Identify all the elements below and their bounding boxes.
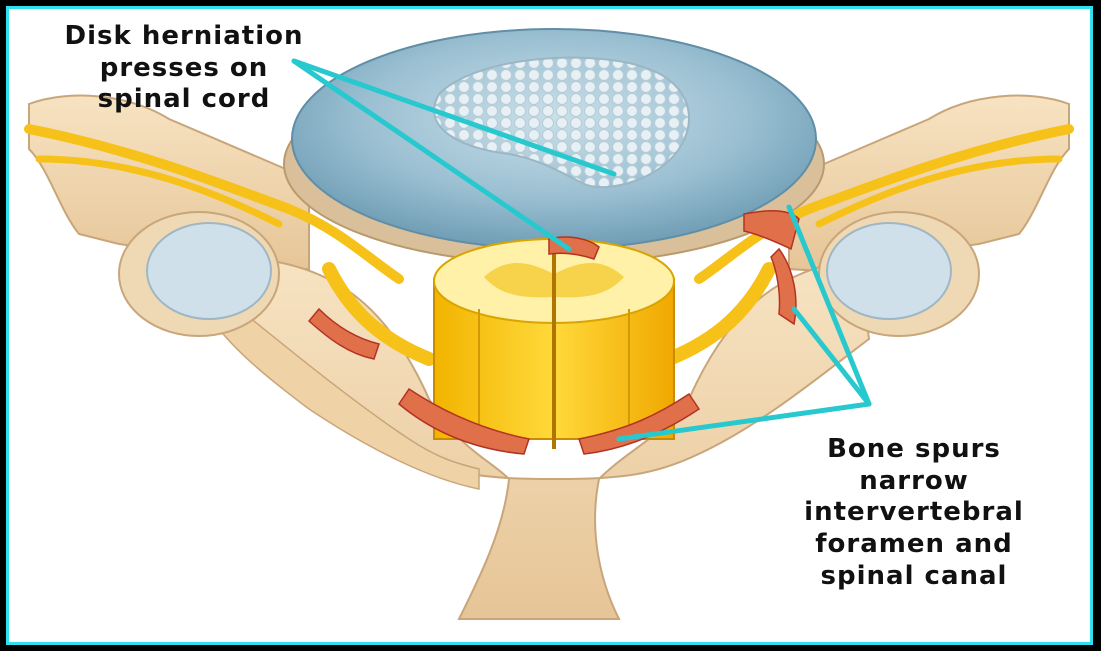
spurs-label-line: Bone spurs (769, 434, 1059, 466)
spurs-label-line: narrow (769, 466, 1059, 498)
illustration-panel: Disk herniation presses on spinal cord B… (6, 6, 1093, 645)
intervertebral-disc (284, 29, 824, 264)
bone-spurs-label: Bone spurs narrow intervertebral foramen… (769, 434, 1059, 593)
disk-label-line: Disk herniation (34, 21, 334, 53)
disk-label-line: spinal cord (34, 84, 334, 116)
spurs-label-line: foramen and (769, 529, 1059, 561)
disk-label-line: presses on (34, 53, 334, 85)
disk-herniation-label: Disk herniation presses on spinal cord (34, 21, 334, 116)
spurs-label-line: spinal canal (769, 561, 1059, 593)
spinal-cord (434, 239, 674, 449)
spurs-label-line: intervertebral (769, 497, 1059, 529)
